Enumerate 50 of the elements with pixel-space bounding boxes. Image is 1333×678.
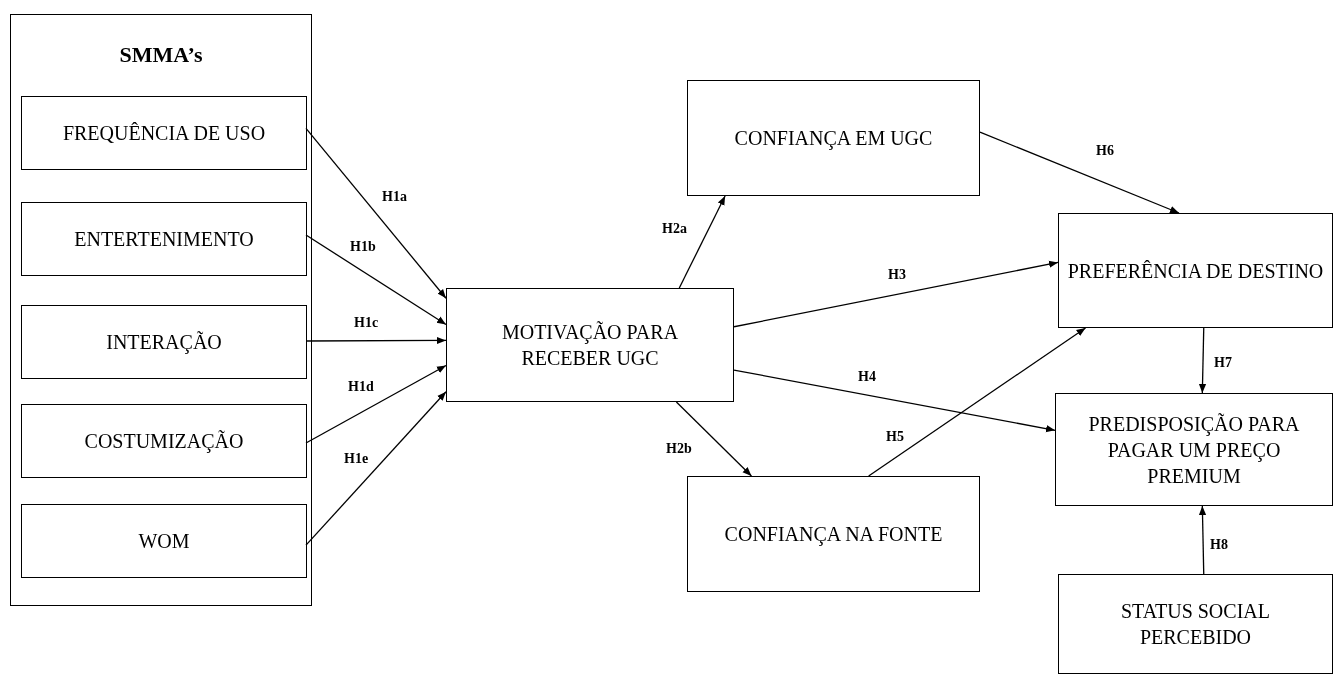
arrow: [979, 131, 1180, 214]
construct-box: [21, 504, 307, 578]
edge-label: H1d: [346, 380, 376, 394]
construct-label: STATUS SOCIAL PERCEBIDO: [1120, 599, 1271, 650]
arrow: [305, 127, 447, 299]
arrow: [305, 234, 447, 326]
construct-label: PREFERÊNCIA DE DESTINO: [1067, 258, 1324, 284]
arrow: [1198, 505, 1207, 575]
arrow: [733, 369, 1056, 433]
edge-label: H1b: [348, 240, 378, 254]
arrow: [305, 364, 447, 444]
edge-label: H2b: [664, 442, 694, 456]
edge-label: H6: [1094, 144, 1116, 158]
construct-box: [21, 202, 307, 276]
construct-label: PREDISPOSIÇÃO PARA PAGAR UM PREÇO PREMIUM: [1087, 411, 1301, 489]
construct-box: [21, 404, 307, 478]
construct-label: INTERAÇÃO: [106, 330, 222, 355]
edge-label: H2a: [660, 222, 689, 236]
construct-box: [21, 305, 307, 379]
construct-box: [21, 96, 307, 170]
arrow: [305, 336, 447, 345]
edge-label: H3: [886, 268, 908, 282]
edge-label: H8: [1208, 538, 1230, 552]
edge-label: H1e: [342, 452, 371, 466]
arrow: [733, 260, 1059, 328]
edge-label: H5: [884, 430, 906, 444]
construct-label: COSTUMIZAÇÃO: [84, 429, 244, 454]
arrow: [305, 391, 447, 546]
construct-label: WOM: [138, 529, 190, 554]
edge-label: H1c: [352, 316, 381, 330]
edge-label: H4: [856, 370, 878, 384]
construct-label: ENTERTENIMENTO: [74, 227, 254, 252]
construct-label: MOTIVAÇÃO PARA RECEBER UGC: [500, 320, 680, 371]
construct-box: [687, 476, 980, 592]
construct-box: [1055, 393, 1333, 506]
arrow: [678, 195, 726, 289]
construct-box: [1058, 213, 1333, 328]
construct-box: [1058, 574, 1333, 674]
construct-box: [446, 288, 734, 402]
arrow: [868, 327, 1087, 477]
group-box: [10, 14, 312, 606]
arrow: [675, 401, 753, 477]
construct-label: FREQUÊNCIA DE USO: [62, 121, 266, 146]
construct-label: CONFIANÇA NA FONTE: [724, 522, 943, 547]
construct-label: CONFIANÇA EM UGC: [734, 126, 933, 151]
group-title: SMMA’s: [118, 41, 204, 69]
construct-box: [687, 80, 980, 196]
edge-label: H1a: [380, 190, 409, 204]
edge-label: H7: [1212, 356, 1234, 370]
arrow: [1198, 327, 1207, 394]
